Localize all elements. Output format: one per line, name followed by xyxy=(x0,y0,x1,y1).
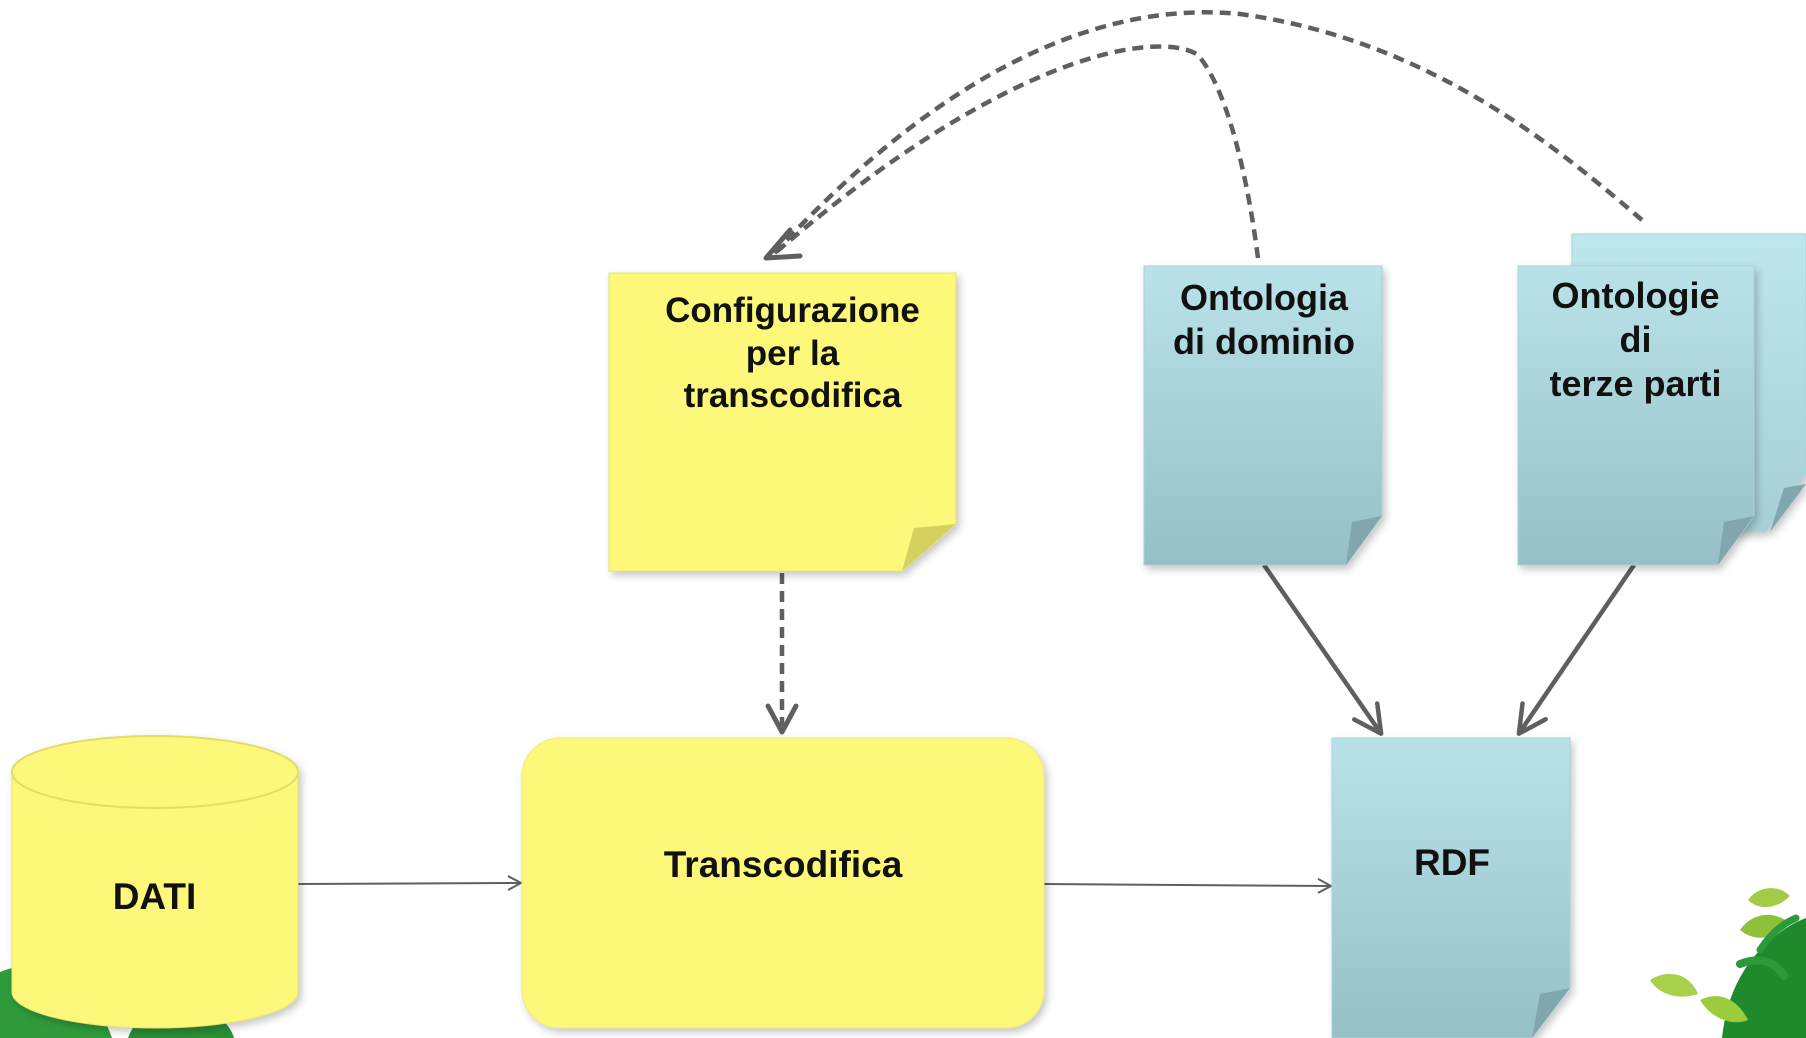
arrowhead-config-top xyxy=(763,227,803,261)
transcodifica-box xyxy=(521,737,1045,1029)
edge-dati-to-transcodifica xyxy=(297,883,520,884)
edge-terze-to-config xyxy=(768,10,1644,260)
terze-stacked-documents xyxy=(1517,233,1806,566)
edge-terze-to-rdf xyxy=(1516,563,1636,736)
dati-label: DATI xyxy=(112,876,197,917)
edge-dominio-to-config xyxy=(772,44,1261,259)
dominio-label: Ontologia di dominio xyxy=(1173,277,1355,362)
arrowhead-transcodifica-top xyxy=(765,703,799,735)
config-label: Configurazione per la transcodifica xyxy=(665,291,920,416)
terze-label: Ontologie di terze parti xyxy=(1549,275,1722,404)
edge-dominio-to-rdf xyxy=(1262,563,1384,736)
rdf-label: RDF xyxy=(1413,842,1491,883)
rdf-document xyxy=(1331,737,1571,1038)
dominio-document xyxy=(1143,265,1383,566)
dati-cylinder xyxy=(11,735,299,1029)
green-plant-icon xyxy=(1650,888,1806,1038)
edge-transcodifica-to-rdf xyxy=(1043,884,1330,886)
transcodifica-label: Transcodifica xyxy=(663,844,903,885)
config-sticky-note xyxy=(608,272,957,572)
